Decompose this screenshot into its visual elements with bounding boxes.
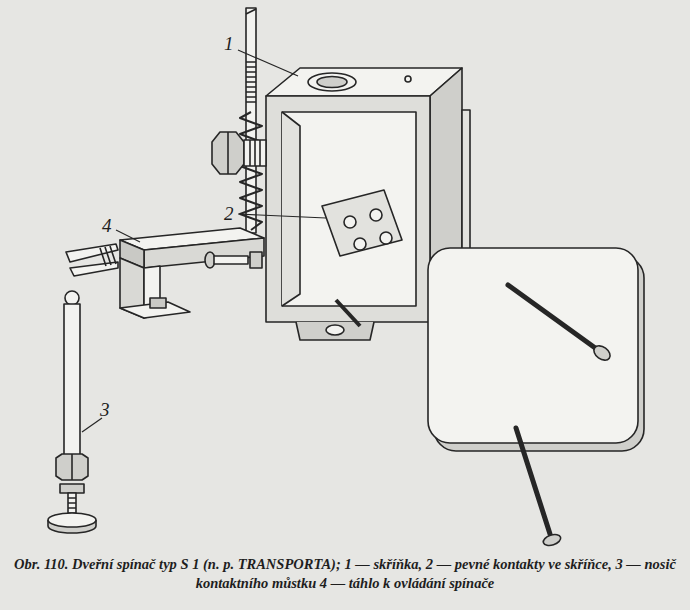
housing-inner-wall — [282, 112, 300, 306]
housing-small-hole — [405, 76, 411, 82]
callout-number: 4 — [102, 216, 112, 235]
leader-line — [238, 50, 298, 76]
hex-edge — [227, 132, 229, 174]
carrier-foot — [48, 513, 96, 527]
leader-line — [116, 230, 140, 242]
cover-screw — [516, 428, 550, 534]
clip-coil — [100, 246, 116, 266]
contact-screw — [344, 216, 356, 228]
cover-screw-head — [542, 532, 562, 547]
contact-screw — [380, 232, 392, 244]
hole-thread — [317, 77, 347, 88]
figure-caption: Obr. 110. Dveřní spínač typ S 1 (n. p. T… — [8, 555, 682, 593]
carrier-ball — [65, 291, 79, 305]
bottom-screw — [336, 300, 360, 326]
cover-screw — [508, 285, 598, 350]
fixed-contacts — [322, 190, 402, 256]
housing-bottom-boss — [296, 322, 374, 340]
boss-hole — [326, 325, 344, 335]
housing-top — [266, 68, 462, 96]
nut-edge — [71, 454, 73, 480]
rod-slot — [246, 9, 256, 14]
cover-screw-head — [591, 343, 613, 363]
rod-thread — [246, 62, 256, 102]
plug-thread-lines — [250, 140, 260, 166]
housing-top-hole — [308, 73, 356, 91]
housing-flange — [462, 110, 470, 260]
housing-front — [266, 96, 430, 322]
side-screw-shank — [214, 256, 248, 264]
carrier-nut — [56, 454, 88, 480]
carrier-locknut — [60, 484, 84, 493]
rod-spring — [240, 112, 262, 230]
side-screw-nut — [250, 252, 262, 268]
leader-line — [82, 418, 102, 432]
plug-thread — [244, 140, 266, 166]
bracket-front — [144, 238, 264, 268]
bolt-thread — [68, 498, 76, 513]
housing-opening — [282, 112, 416, 306]
carrier-shaft — [64, 304, 80, 456]
cover-front — [428, 248, 638, 443]
bracket-slot — [150, 298, 166, 308]
callout-number: 2 — [224, 204, 234, 223]
plug-hex — [212, 132, 244, 174]
callout-number: 3 — [100, 400, 110, 419]
callout-number: 1 — [224, 34, 234, 53]
contact-screw — [354, 238, 366, 250]
leader-line — [238, 214, 326, 218]
contact-screw — [370, 209, 382, 221]
